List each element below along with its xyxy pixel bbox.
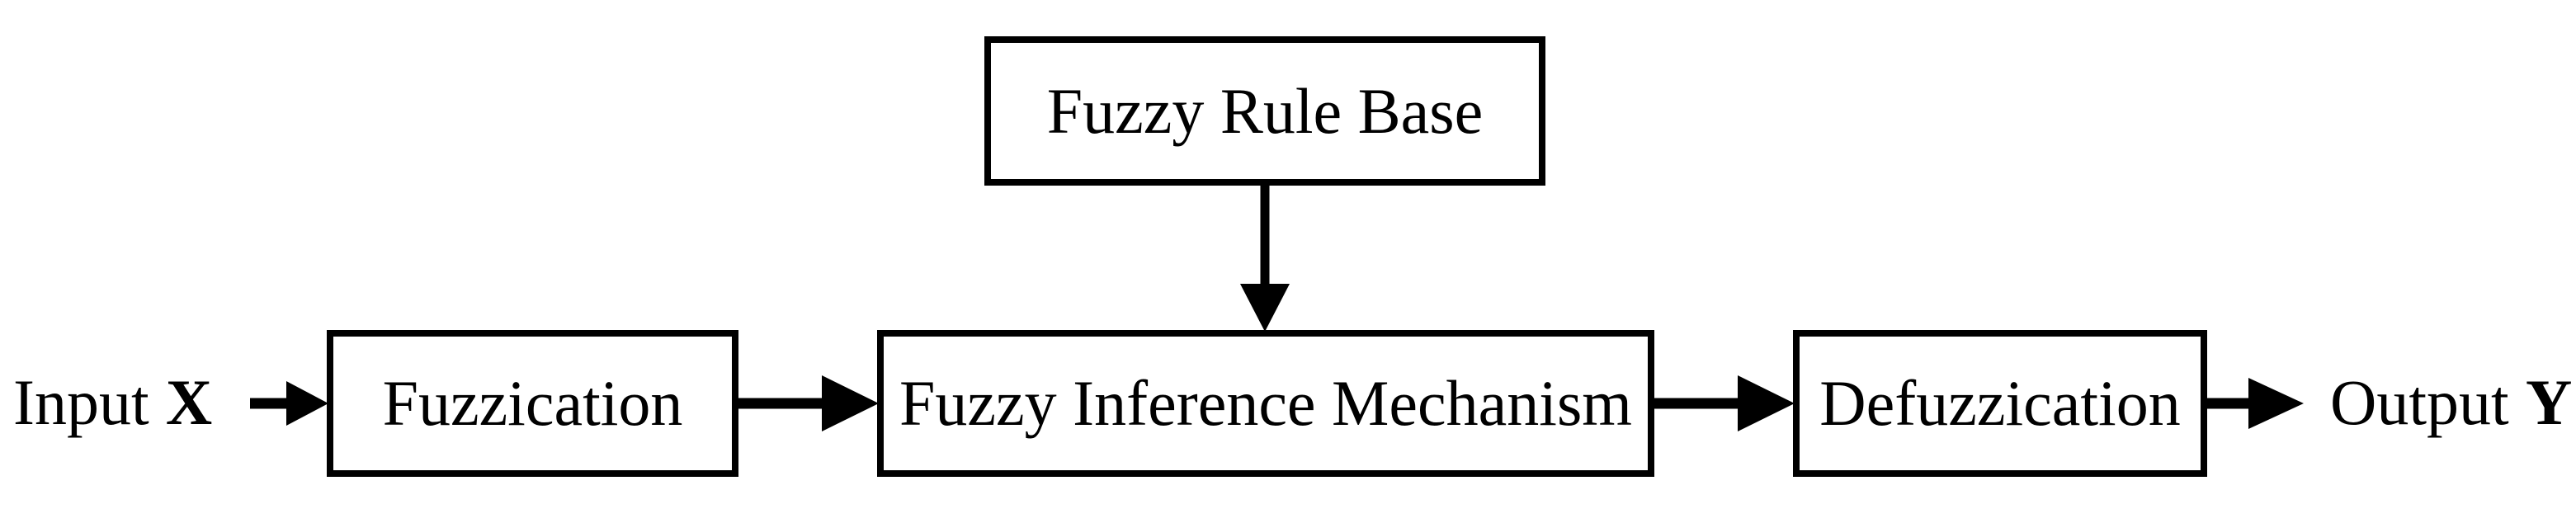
node-defuzzification[interactable]: Defuzzication: [1793, 330, 2207, 477]
arrow-inference-to-defuzzification: [1654, 375, 1795, 431]
node-fuzzy-rule-base[interactable]: Fuzzy Rule Base: [984, 36, 1545, 186]
node-fuzzy-inference-mechanism[interactable]: Fuzzy Inference Mechanism: [877, 330, 1654, 477]
arrow-defuzzification-to-output: [2207, 378, 2304, 429]
arrow-input-to-fuzzification: [250, 381, 328, 426]
output-label-text: Output: [2330, 366, 2509, 438]
input-terminal-label: Input X: [13, 370, 212, 435]
arrow-rulebase-to-inference: [1240, 182, 1290, 332]
input-label-text: Input: [13, 366, 149, 438]
node-fuzzification[interactable]: Fuzzication: [327, 330, 738, 477]
node-defuzzification-label: Defuzzication: [1819, 367, 2181, 439]
output-variable-y: Y: [2525, 366, 2573, 438]
node-fuzzy-inference-mechanism-label: Fuzzy Inference Mechanism: [899, 367, 1632, 439]
node-fuzzification-label: Fuzzication: [382, 367, 683, 439]
output-terminal-label: Output Y: [2330, 370, 2572, 435]
arrow-fuzzification-to-inference: [738, 375, 879, 431]
node-fuzzy-rule-base-label: Fuzzy Rule Base: [1046, 74, 1484, 147]
input-variable-x: X: [165, 366, 213, 438]
